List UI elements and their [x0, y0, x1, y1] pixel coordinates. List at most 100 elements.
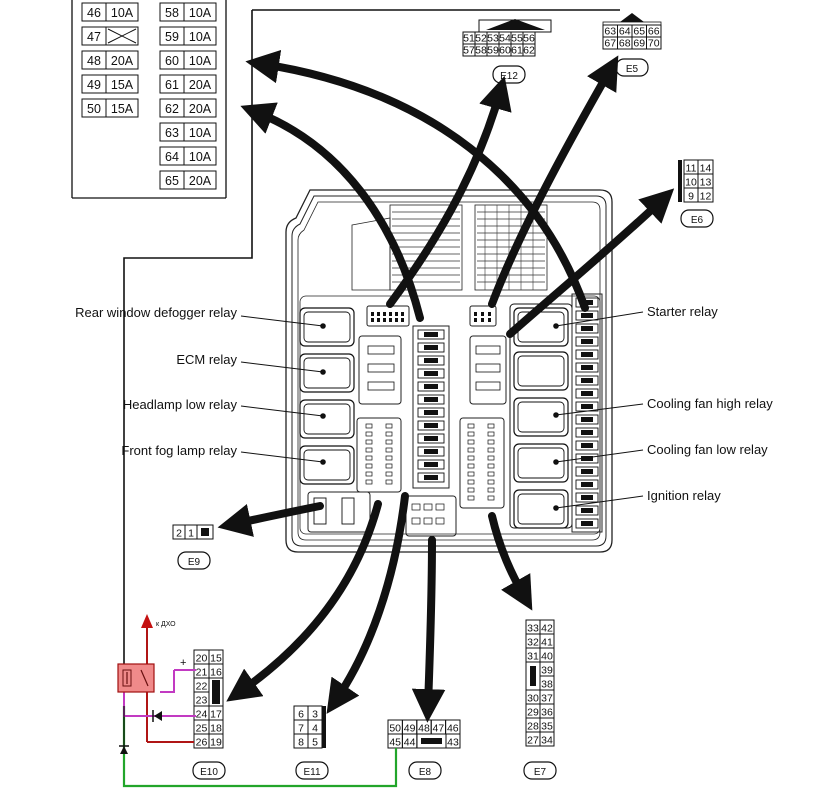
connector-pin-cell — [697, 187, 714, 203]
connector-pin-number: 28 — [527, 721, 539, 733]
plus-sign: + — [180, 657, 186, 669]
connector-pin-number: 5 — [312, 737, 318, 749]
connector-pin-number: 10 — [685, 177, 697, 189]
mini-fuse — [575, 453, 599, 464]
connector-pin-number: 47 — [433, 723, 445, 735]
fuse-rating: 10A — [189, 30, 212, 44]
relay-box-ribs — [392, 205, 545, 290]
fuse-rating: 20A — [189, 174, 212, 188]
connector-pin-number: 59 — [487, 45, 499, 57]
connector-pin-number: 26 — [196, 737, 208, 749]
connector-pin-number: 44 — [404, 737, 416, 749]
connector-pin-number: 2 — [176, 528, 182, 540]
connector-tag — [295, 761, 329, 780]
fuse-rating-cell — [183, 170, 217, 190]
connector-pin-number: 34 — [541, 735, 553, 747]
connector-pin-number: 22 — [196, 681, 208, 693]
arrow-to-harness-mid — [240, 102, 424, 322]
connector-pin-cell — [646, 36, 662, 50]
connector-pin-number: 61 — [511, 45, 523, 57]
mini-fuse — [417, 368, 445, 379]
aftermarket-circuit — [117, 614, 398, 788]
connector-pin-number: 57 — [463, 45, 475, 57]
label-ignition-relay: Ignition relay — [647, 488, 721, 503]
connector-tag-e5: E5 — [626, 64, 639, 75]
addon-relay — [117, 663, 155, 693]
relay-body — [299, 445, 355, 485]
fuse-rating: 20A — [189, 102, 212, 116]
connector-tag — [177, 551, 211, 570]
mini-fuse — [575, 505, 599, 516]
red-arrow-up — [141, 614, 153, 628]
mini-fuse — [417, 420, 445, 431]
connector-tag — [492, 65, 526, 84]
empty-fuse-cross-icon — [107, 28, 137, 44]
label-cooling-fan-high-relay: Cooling fan high relay — [647, 396, 773, 411]
fuse-number: 48 — [87, 54, 101, 68]
connector-tag-e7: E7 — [534, 767, 547, 778]
connector-pin-number: 60 — [499, 45, 511, 57]
mini-fuse — [417, 342, 445, 353]
connector-pin-number: 65 — [633, 26, 645, 38]
connector-pin-cell — [539, 731, 555, 747]
label-headlamp-low-relay: Headlamp low relay — [123, 397, 238, 412]
mini-fuse — [575, 414, 599, 425]
connector-pin-number: 64 — [619, 26, 631, 38]
connector-pin-number: 25 — [196, 723, 208, 735]
fuse-rating: 10A — [189, 6, 212, 20]
connector-pin-number: 49 — [404, 723, 416, 735]
connector-pin-number: 36 — [541, 707, 553, 719]
connector-tag-e11: E11 — [303, 767, 320, 778]
mini-fuse — [575, 440, 599, 451]
connector-pin-number: 33 — [527, 623, 539, 635]
box-internal-pins — [313, 312, 501, 525]
mini-fuse — [575, 362, 599, 373]
connector-pin-number: 24 — [196, 709, 208, 721]
connector-pin-number: 7 — [298, 723, 304, 735]
right-fuse-strip — [571, 293, 603, 533]
fuse-rating: 10A — [111, 6, 134, 20]
connector-pin-number: 31 — [527, 651, 539, 663]
connector-pin-number: 63 — [604, 26, 616, 38]
connector-pin-number: 35 — [541, 721, 553, 733]
connector-pin-number: 8 — [298, 737, 304, 749]
connector-pin-number: 48 — [418, 723, 430, 735]
arrow-to-e6 — [506, 188, 675, 338]
fuse-rating: 20A — [111, 54, 134, 68]
connector-pin-number: 46 — [447, 723, 459, 735]
connector-pin-number: 32 — [527, 637, 539, 649]
connector-pin-number: 30 — [527, 693, 539, 705]
connector-pin-number: 15 — [210, 653, 222, 665]
connector-pin-cell — [196, 524, 214, 540]
fuse-number: 65 — [165, 174, 179, 188]
connector-tag-e8: E8 — [419, 767, 432, 778]
fuse-rating-cell — [183, 98, 217, 118]
mini-fuse — [417, 472, 445, 483]
fuse-rating-cell — [183, 26, 217, 46]
fuse-number: 60 — [165, 54, 179, 68]
connector-pin-cell — [445, 733, 461, 749]
connector-tag — [680, 209, 714, 228]
mini-fuse — [417, 355, 445, 366]
relay-body — [513, 351, 569, 391]
mini-fuse — [575, 427, 599, 438]
connector-tag-e6: E6 — [691, 215, 704, 226]
connector-pin-number: 1 — [188, 528, 194, 540]
connector-pin-number: 13 — [700, 177, 712, 189]
connector-pin-number: 62 — [523, 45, 535, 57]
connector-pin-number: 29 — [527, 707, 539, 719]
mini-fuse — [417, 459, 445, 470]
fuse-number: 47 — [87, 30, 101, 44]
fuse-rating: 10A — [189, 126, 212, 140]
mini-fuse — [575, 336, 599, 347]
relay-body — [299, 307, 355, 347]
fuse-rating-cell — [105, 50, 139, 70]
diode-icon — [154, 711, 162, 721]
label-rear-window-defogger-relay: Rear window defogger relay — [75, 305, 237, 320]
connector-pin-number: 20 — [196, 653, 208, 665]
mini-fuse — [575, 375, 599, 386]
connector-pin-number: 19 — [210, 737, 222, 749]
connector-pin-number: 42 — [541, 623, 553, 635]
connector-pin-cell — [522, 43, 536, 57]
